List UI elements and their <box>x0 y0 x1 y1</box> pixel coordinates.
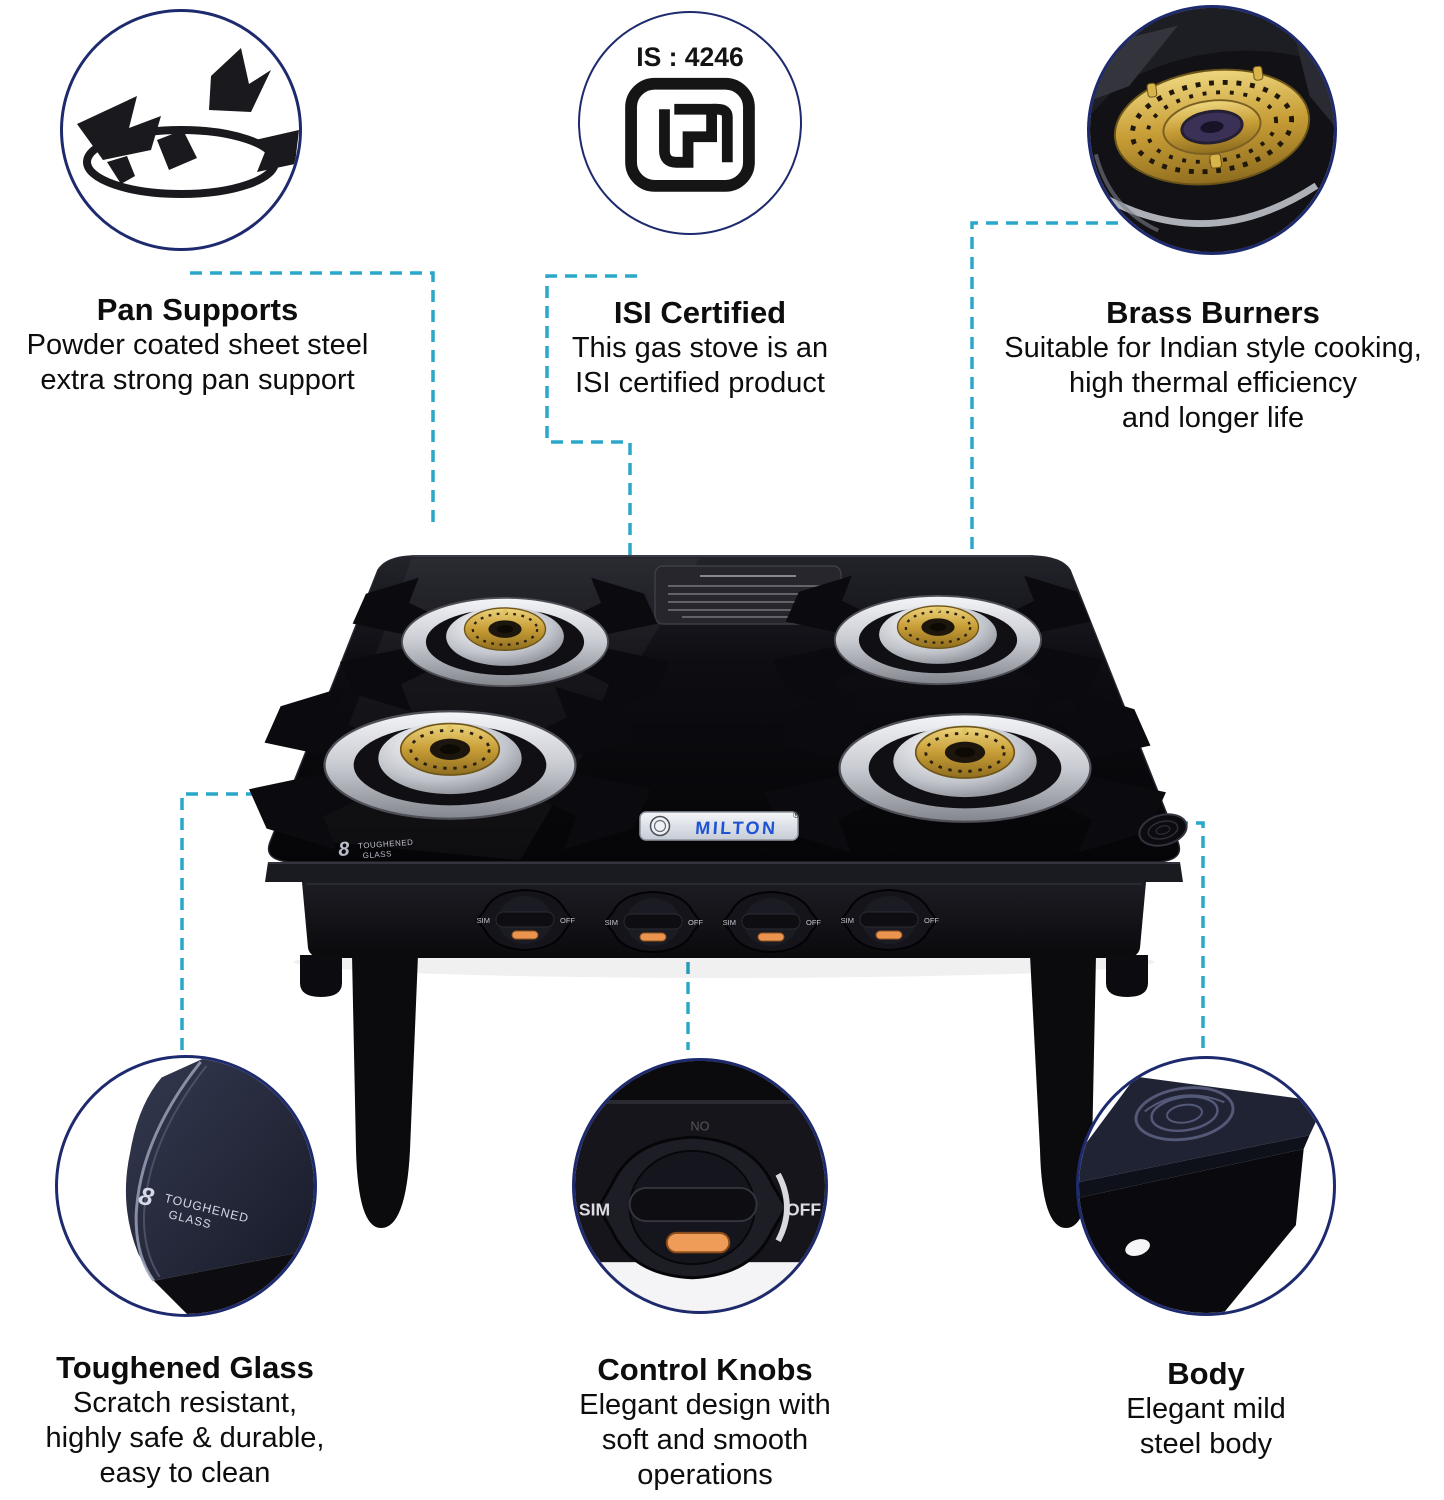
toughened-glass-callout: Toughened Glass Scratch resistant, highl… <box>5 1350 365 1491</box>
brass-burners-title: Brass Burners <box>1106 295 1320 330</box>
glass-sheet <box>125 1058 314 1281</box>
brass-burners-line: high thermal efficiency <box>1068 367 1357 399</box>
pan-supports-title: Pan Supports <box>96 292 299 327</box>
brass-burners-line: Suitable for Indian style cooking, <box>1004 332 1422 364</box>
control-knobs-title: Control Knobs <box>597 1352 813 1387</box>
body-line: Elegant mild <box>1126 1393 1286 1425</box>
control-knobs-callout: Control Knobs Elegant design with soft a… <box>525 1352 885 1493</box>
isi-certified-line: ISI certified product <box>575 367 825 399</box>
brass-burner-icon <box>1113 65 1311 186</box>
pan-supports-callout: Pan Supports Powder coated sheet steel e… <box>0 292 395 398</box>
brass-burners-callout: Brass Burners Suitable for Indian style … <box>978 295 1444 436</box>
isi-logo-badge: IS : 4246 <box>578 11 802 235</box>
toughened-glass-line: easy to clean <box>99 1457 271 1489</box>
isi-certified-callout: ISI Certified This gas stove is an ISI c… <box>540 295 860 401</box>
toughened-glass-title: Toughened Glass <box>56 1350 314 1385</box>
registered-trademark: ® <box>793 810 800 820</box>
body-title: Body <box>1167 1356 1245 1391</box>
brand-emblem-icon <box>649 815 671 837</box>
pan-supports-line: extra strong pan support <box>40 364 355 396</box>
glass-slab <box>1079 1076 1326 1183</box>
knob-off-label: OFF <box>786 1199 821 1219</box>
knob-sim-label: SIM <box>579 1199 610 1219</box>
isi-certified-title: ISI Certified <box>613 295 787 330</box>
brass-burners-line: and longer life <box>1121 402 1305 434</box>
gas-stove-image: SIM OFF <box>240 515 1200 1245</box>
knob-on-label: ON <box>690 1119 709 1133</box>
stove-leg <box>300 955 342 997</box>
body-line: steel body <box>1139 1428 1273 1460</box>
pan-supports-photo <box>60 9 302 251</box>
steel-body-photo <box>1076 1056 1336 1316</box>
glass-emblem-icon <box>1138 813 1188 847</box>
isi-standard-number: IS : 4246 <box>636 42 744 72</box>
isi-certified-line: This gas stove is an <box>571 332 829 364</box>
glass-logo-line1: TOUGHENED <box>358 838 414 851</box>
isi-mark-icon <box>625 77 755 192</box>
emboss-swirl-icon <box>1134 1086 1235 1142</box>
toughened-glass-photo: 8 TOUGHENED GLASS <box>55 1055 317 1317</box>
brand-name: MILTON <box>695 818 779 838</box>
glass-slab-edge <box>1079 1135 1310 1198</box>
glass-logo-mark: 8 <box>338 838 352 861</box>
glass-logo-line2: GLASS <box>362 849 392 860</box>
brand-badge: MILTON ® <box>639 810 800 841</box>
control-knobs-line: soft and smooth <box>601 1424 809 1456</box>
control-knobs-line: Elegant design with <box>579 1389 831 1421</box>
control-knob-photo: ON SIM OFF <box>572 1058 828 1314</box>
steel-body-panel <box>1079 1148 1304 1313</box>
brass-burner-photo <box>1087 5 1337 255</box>
stove-leg <box>1106 955 1148 997</box>
control-knobs-line: operations <box>637 1459 773 1491</box>
body-hole <box>1125 1239 1150 1256</box>
pan-support-icon <box>77 48 299 198</box>
glass-front-edge <box>265 862 1183 882</box>
body-callout: Body Elegant mild steel body <box>1026 1356 1386 1462</box>
toughened-glass-line: Scratch resistant, <box>72 1387 298 1419</box>
toughened-glass-logo: 8 TOUGHENED GLASS <box>338 838 414 861</box>
stove-leg <box>352 955 418 1228</box>
knob-close-up-icon <box>596 1135 790 1280</box>
toughened-glass-line: highly safe & durable, <box>45 1422 325 1454</box>
pan-supports-line: Powder coated sheet steel <box>26 329 369 361</box>
